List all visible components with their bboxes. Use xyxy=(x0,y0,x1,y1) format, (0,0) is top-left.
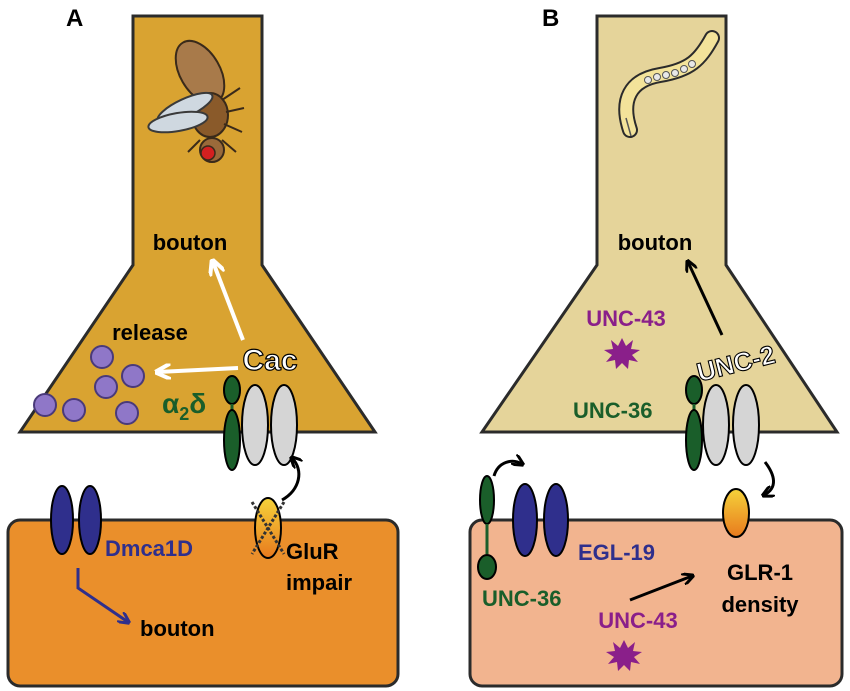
neuron-terminal-b xyxy=(479,14,840,434)
cac-to-release-arrow xyxy=(158,368,239,372)
synaptic-vesicles xyxy=(33,345,145,425)
cac-label: Cac xyxy=(242,344,297,377)
unc2-channel-complex xyxy=(685,375,760,471)
unc43-label-top: UNC-43 xyxy=(586,306,665,331)
unc36-to-egl19-arrow xyxy=(492,461,522,477)
density-label: density xyxy=(721,592,799,617)
bouton-label-bottom-a: bouton xyxy=(140,616,215,641)
dmca1d-channel xyxy=(50,485,102,555)
egl19-channel-complex xyxy=(477,475,569,580)
panel-b-letter: B xyxy=(542,5,559,32)
glur-label: GluR xyxy=(286,539,339,564)
glr1-label: GLR-1 xyxy=(727,560,793,585)
unc2-to-bouton-arrow xyxy=(688,262,724,336)
unc2-to-glr1-arrow xyxy=(764,461,774,495)
cac-channel-complex xyxy=(223,375,298,471)
panel-a-letter: A xyxy=(66,5,83,32)
to-glr1-density-arrow xyxy=(629,576,692,602)
worm-icon xyxy=(618,30,720,138)
bouton-label-top-a: bouton xyxy=(153,230,228,255)
glur-receptor-impaired xyxy=(250,497,286,559)
unc43-label-bottom: UNC-43 xyxy=(598,608,677,633)
cac-to-bouton-arrow xyxy=(213,262,245,341)
panel-a: A bouton release Cac xyxy=(6,5,400,688)
panel-b: B bouton UNC-43 UNC-2 UNC-36 xyxy=(468,5,844,688)
glur-feedback-arrow xyxy=(281,458,299,502)
neuron-terminal-a xyxy=(17,14,378,434)
muscle-cell-b xyxy=(468,518,844,688)
dmca1d-label: Dmca1D xyxy=(105,536,193,561)
dmca1d-to-bouton-arrow xyxy=(76,568,128,622)
bouton-label-top-b: bouton xyxy=(618,230,693,255)
unc36-label-bottom: UNC-36 xyxy=(482,586,561,611)
release-label: release xyxy=(112,320,188,345)
unc43-star-bottom xyxy=(606,640,642,671)
muscle-cell-a xyxy=(6,518,400,688)
unc36-label-top: UNC-36 xyxy=(573,398,652,423)
glr1-receptor xyxy=(722,488,750,538)
impair-label: impair xyxy=(286,570,352,595)
egl19-label: EGL-19 xyxy=(578,540,655,565)
alpha2delta-label: α2δ xyxy=(162,388,206,424)
fruit-fly-icon xyxy=(147,39,245,163)
unc43-star-top xyxy=(604,338,640,369)
